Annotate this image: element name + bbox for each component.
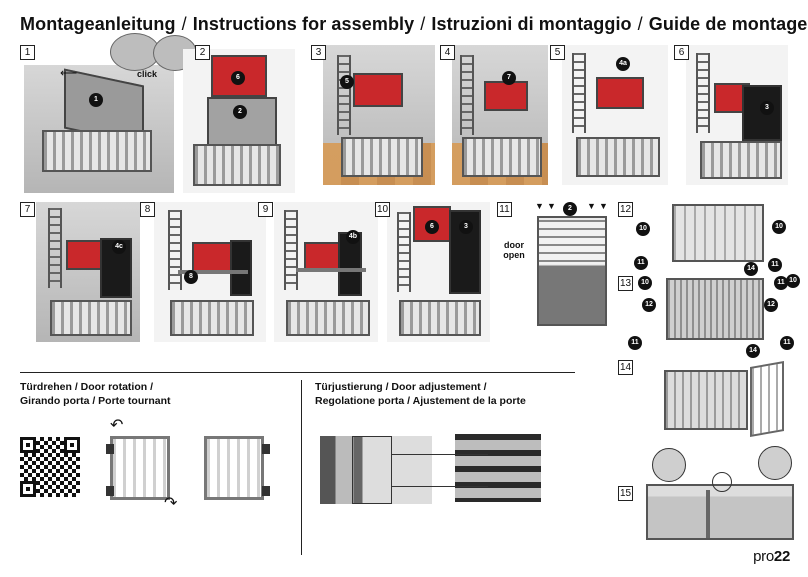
step-11: 11 door open 2 ▼ ▼ ▼ ▼ [497, 201, 612, 342]
section-divider [301, 380, 302, 555]
part-badge: 10 [636, 222, 650, 236]
title-en: Instructions for assembly [192, 14, 415, 34]
step-14: 14 [618, 360, 796, 442]
arrow-down-icon: ▼ [547, 201, 556, 211]
part-badge: 6 [231, 71, 245, 85]
step-number: 2 [195, 45, 210, 60]
door-rotation-title: Türdrehen / Door rotation / Girando port… [20, 381, 171, 407]
part-badge: 3 [760, 101, 774, 115]
part-badge: 4b [346, 230, 360, 244]
part-badge: 2 [233, 105, 247, 119]
part-badge: 11 [780, 336, 794, 350]
step-7: 7 4c [20, 202, 140, 342]
step-6: 6 3 [674, 45, 789, 195]
title-it: Istruzioni di montaggio [431, 14, 632, 34]
step-number: 14 [618, 360, 633, 375]
part-badge: 5 [340, 75, 354, 89]
part-badge: 10 [638, 276, 652, 290]
part-badge: 1 [89, 93, 103, 107]
title-fr: Guide de montage [648, 14, 808, 34]
brand-logo: pro22 [753, 548, 790, 565]
rotate-arrow-icon: ↷ [164, 495, 178, 512]
step-photo: 6 3 [387, 202, 490, 342]
step-3: 3 5 [311, 45, 436, 195]
part-badge: 6 [425, 220, 439, 234]
part-badge: 11 [768, 258, 782, 272]
step-5: 5 4a [550, 45, 670, 195]
step-4: 4 7 [440, 45, 550, 195]
part-badge: 4a [616, 57, 630, 71]
step-photo: 1 [24, 65, 174, 193]
step-number: 4 [440, 45, 455, 60]
part-badge: 11 [634, 256, 648, 270]
step-number: 8 [140, 202, 155, 217]
title-de: Montageanleitung [20, 14, 176, 34]
step-photo: 4a [562, 45, 668, 185]
step-8: 8 8 [140, 202, 268, 342]
section-divider [20, 372, 575, 373]
click-arrow-icon: ⟵ [60, 66, 78, 80]
qr-code-icon [20, 437, 80, 497]
part-badge: 2 [563, 202, 577, 216]
rotate-arrow-icon: ↶ [110, 417, 124, 434]
part-badge: 3 [459, 220, 473, 234]
step-number: 11 [497, 202, 512, 217]
adjustment-detail-photo [455, 434, 541, 502]
step-number: 7 [20, 202, 35, 217]
page-title: Montageanleitung/Instructions for assemb… [20, 14, 808, 34]
door-drawing [204, 436, 264, 500]
step-photo: 4c [36, 202, 140, 342]
step-number: 15 [618, 486, 633, 501]
step-number: 6 [674, 45, 689, 60]
step-number: 3 [311, 45, 326, 60]
click-label: click [137, 69, 158, 79]
step-number: 12 [618, 202, 633, 217]
door-adjustment-title: Türjustierung / Door adjustement / Regol… [315, 381, 526, 407]
step-12: 12 10 10 11 14 11 [618, 202, 796, 276]
step-photo: 6 2 [183, 49, 295, 193]
arrow-down-icon: ▼ [535, 201, 544, 211]
click-detail [110, 33, 160, 71]
step-number: 13 [618, 276, 633, 291]
arrow-down-icon: ▼ [587, 201, 596, 211]
step-9: 9 4b [258, 202, 378, 342]
step-10: 10 6 3 [375, 202, 490, 342]
part-badge: 12 [764, 298, 778, 312]
door-open-label: door open [503, 240, 525, 260]
part-badge: 7 [502, 71, 516, 85]
part-badge: 4c [112, 240, 126, 254]
step-number: 9 [258, 202, 273, 217]
part-badge: 10 [772, 220, 786, 234]
step-photo: 5 [323, 45, 435, 185]
part-badge: 11 [774, 276, 788, 290]
step-photo: 8 [154, 202, 266, 342]
step-number: 5 [550, 45, 565, 60]
part-badge: 8 [184, 270, 198, 284]
step-photo: 3 [686, 45, 788, 185]
step-photo: 4b [274, 202, 378, 342]
magnifier-circle-icon [652, 448, 686, 482]
step-15: 15 [618, 446, 796, 546]
crate-drawing [672, 204, 764, 262]
arrow-down-icon: ▼ [599, 201, 608, 211]
step-13: 13 10 12 11 12 11 14 11 10 [618, 274, 800, 358]
step-photo: 7 [452, 45, 548, 185]
part-badge: 11 [628, 336, 642, 350]
step-2: 2 6 2 [153, 35, 307, 195]
part-badge: 14 [744, 262, 758, 276]
step-number: 1 [20, 45, 35, 60]
magnifier-circle-icon [712, 472, 732, 492]
crate-drawing [666, 278, 764, 340]
door-drawing [110, 436, 170, 500]
adjustment-photo [320, 436, 432, 504]
step-1: 1 1 click ⟵ [20, 33, 185, 195]
part-badge: 12 [642, 298, 656, 312]
part-badge: 14 [746, 344, 760, 358]
crate-drawing [646, 484, 794, 540]
step-number: 10 [375, 202, 390, 217]
part-badge: 10 [786, 274, 800, 288]
magnifier-circle-icon [758, 446, 792, 480]
crate-drawing [664, 370, 748, 430]
